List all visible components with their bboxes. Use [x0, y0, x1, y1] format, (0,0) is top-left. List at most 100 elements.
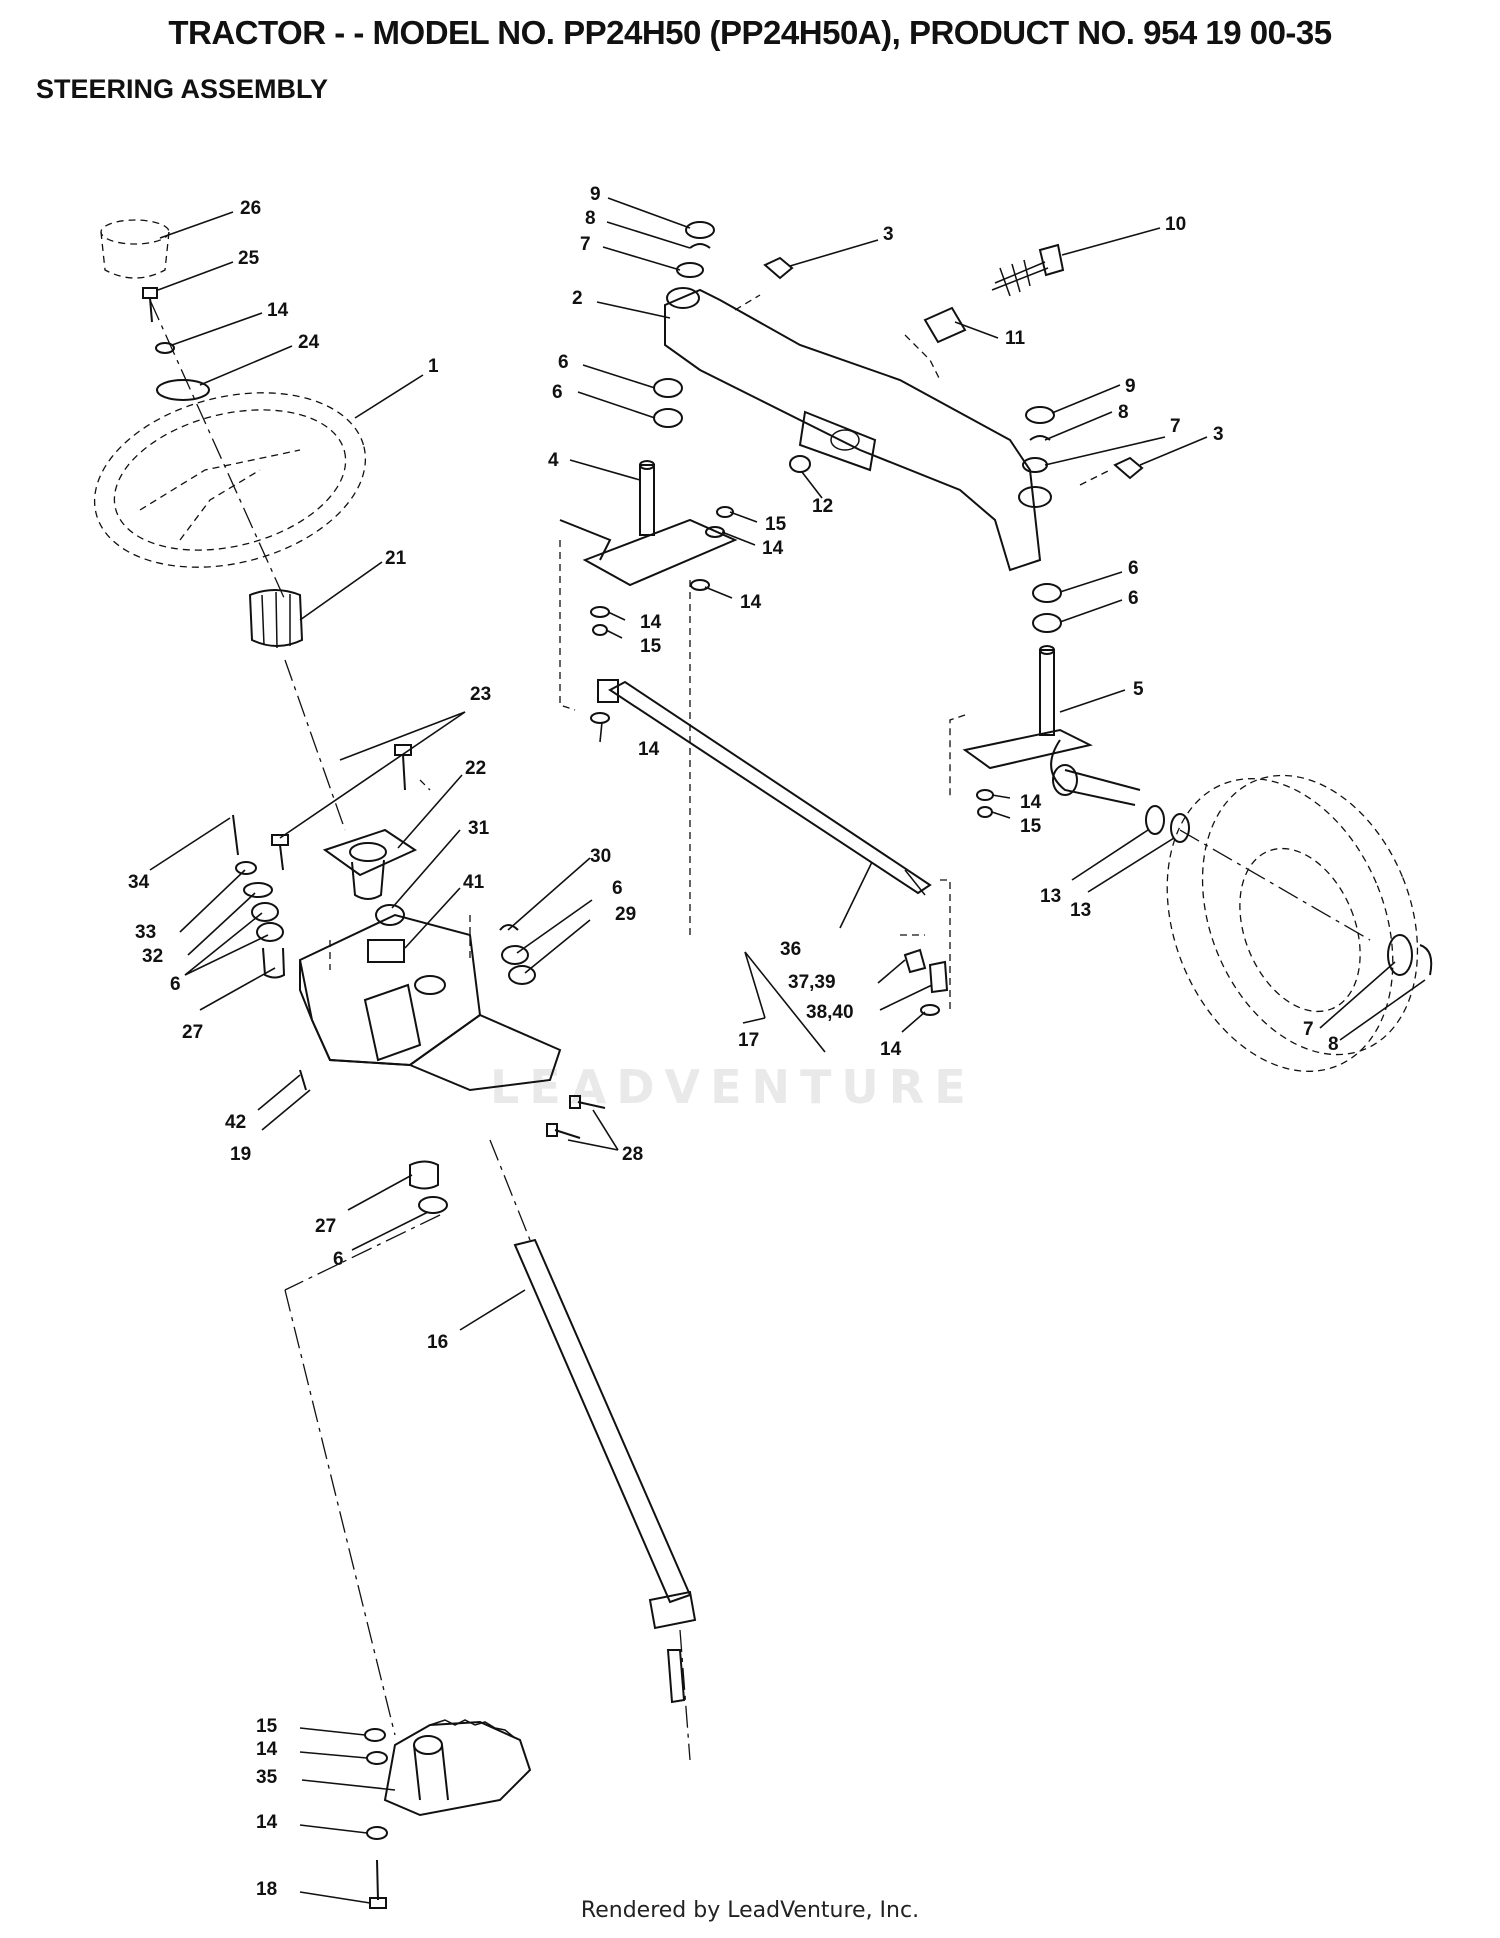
washer-part	[155, 342, 175, 354]
callout-38-40: 38,40	[806, 1002, 854, 1023]
callout-15: 15	[765, 514, 787, 535]
callout-6: 6	[333, 1249, 344, 1270]
bushing-part	[409, 1160, 439, 1190]
washer-part	[920, 1004, 940, 1016]
washer-part	[501, 945, 529, 965]
callout-13: 13	[1070, 900, 1091, 921]
callout-4: 4	[548, 450, 559, 471]
callout-7: 7	[1170, 416, 1181, 437]
bolt-part	[546, 1095, 606, 1139]
cap-part	[685, 221, 715, 239]
callout-36: 36	[780, 939, 801, 960]
callout-8: 8	[1118, 402, 1129, 423]
leader-lines	[149, 197, 1426, 1904]
washer-part	[366, 1826, 388, 1840]
callout-9: 9	[1125, 376, 1136, 397]
callout-37-39: 37,39	[788, 972, 836, 993]
spacer-part	[375, 904, 405, 926]
steering-cap-part	[100, 219, 170, 279]
callout-27: 27	[182, 1022, 203, 1043]
callout-21: 21	[385, 548, 407, 569]
ball-joint-part	[903, 948, 927, 974]
callout-10: 10	[1165, 214, 1186, 235]
page-title: TRACTOR - - MODEL NO. PP24H50 (PP24H50A)…	[168, 14, 1332, 51]
right-spindle-part	[962, 645, 1141, 806]
callout-15: 15	[256, 1716, 278, 1737]
callout-6: 6	[1128, 588, 1139, 609]
washer-part	[976, 789, 994, 801]
callout-22: 22	[465, 758, 486, 779]
callout-17: 17	[738, 1030, 759, 1051]
clip-part	[499, 924, 519, 931]
washer-part	[590, 606, 610, 618]
callout-6: 6	[612, 878, 623, 899]
washer-part	[1170, 813, 1190, 843]
callout-11: 11	[1005, 328, 1026, 349]
washer-part	[366, 1751, 388, 1765]
washer-part	[590, 712, 610, 724]
callout-25: 25	[238, 248, 260, 269]
callout-15: 15	[640, 636, 662, 657]
washer-part	[418, 1196, 448, 1214]
callout-26: 26	[240, 198, 261, 219]
callout-14: 14	[256, 1739, 278, 1760]
steering-bracket-part	[298, 913, 562, 1092]
callout-14: 14	[267, 300, 289, 321]
washer-part	[653, 408, 683, 428]
callout-27: 27	[315, 1216, 336, 1237]
callout-14: 14	[740, 592, 762, 613]
left-spindle-part	[559, 460, 738, 587]
grease-fitting-part	[1113, 456, 1144, 480]
callout-42: 42	[225, 1112, 246, 1133]
steering-adapter-part	[248, 589, 304, 649]
cap-part	[1025, 406, 1055, 424]
pivot-bolt-part	[991, 243, 1065, 297]
callout-14: 14	[640, 612, 662, 633]
callout-14: 14	[762, 538, 784, 559]
callout-8: 8	[585, 208, 596, 229]
washer-part	[1032, 583, 1062, 603]
callout-6: 6	[170, 974, 181, 995]
callout-14: 14	[638, 739, 660, 760]
washer-part	[690, 579, 710, 591]
front-tire-part	[1166, 774, 1419, 1072]
section-subtitle: STEERING ASSEMBLY	[36, 74, 329, 104]
callout-15: 15	[1020, 816, 1042, 837]
callout-23: 23	[470, 684, 491, 705]
callout-6: 6	[552, 382, 563, 403]
callout-3: 3	[883, 224, 894, 245]
ball-joint-part	[928, 960, 949, 994]
callout-14: 14	[880, 1039, 902, 1060]
callout-1: 1	[428, 356, 439, 377]
callout-labels: 26 25 14 24 1 21 23 22 34 31 33 32 6 27 …	[128, 184, 1339, 1900]
callout-7: 7	[1303, 1019, 1314, 1040]
washer-part	[1032, 613, 1062, 633]
washer-part	[508, 965, 536, 985]
clip-part	[1419, 944, 1433, 976]
nut-part	[977, 806, 993, 818]
callout-35: 35	[256, 1767, 278, 1788]
callout-5: 5	[1133, 679, 1144, 700]
steering-wheel-part	[93, 392, 367, 568]
callout-9: 9	[590, 184, 601, 205]
callout-2: 2	[572, 288, 583, 309]
washer-part	[676, 262, 704, 278]
insert-disc-part	[156, 379, 210, 401]
callout-33: 33	[135, 922, 156, 943]
grease-fitting-part	[763, 256, 794, 280]
bolt-stack-part	[232, 814, 286, 979]
clip-part	[689, 243, 711, 249]
callout-7: 7	[580, 234, 591, 255]
callout-14: 14	[256, 1812, 278, 1833]
callout-16: 16	[427, 1332, 448, 1353]
washer-part	[716, 506, 734, 518]
tie-rod-part	[597, 679, 932, 896]
callout-32: 32	[142, 946, 163, 967]
footer-credit: Rendered by LeadVenture, Inc.	[580, 1898, 920, 1923]
callout-13: 13	[1040, 886, 1061, 907]
callout-6: 6	[1128, 558, 1139, 579]
steering-shaft-part	[489, 1139, 697, 1761]
callout-28: 28	[622, 1144, 643, 1165]
callout-34: 34	[128, 872, 150, 893]
